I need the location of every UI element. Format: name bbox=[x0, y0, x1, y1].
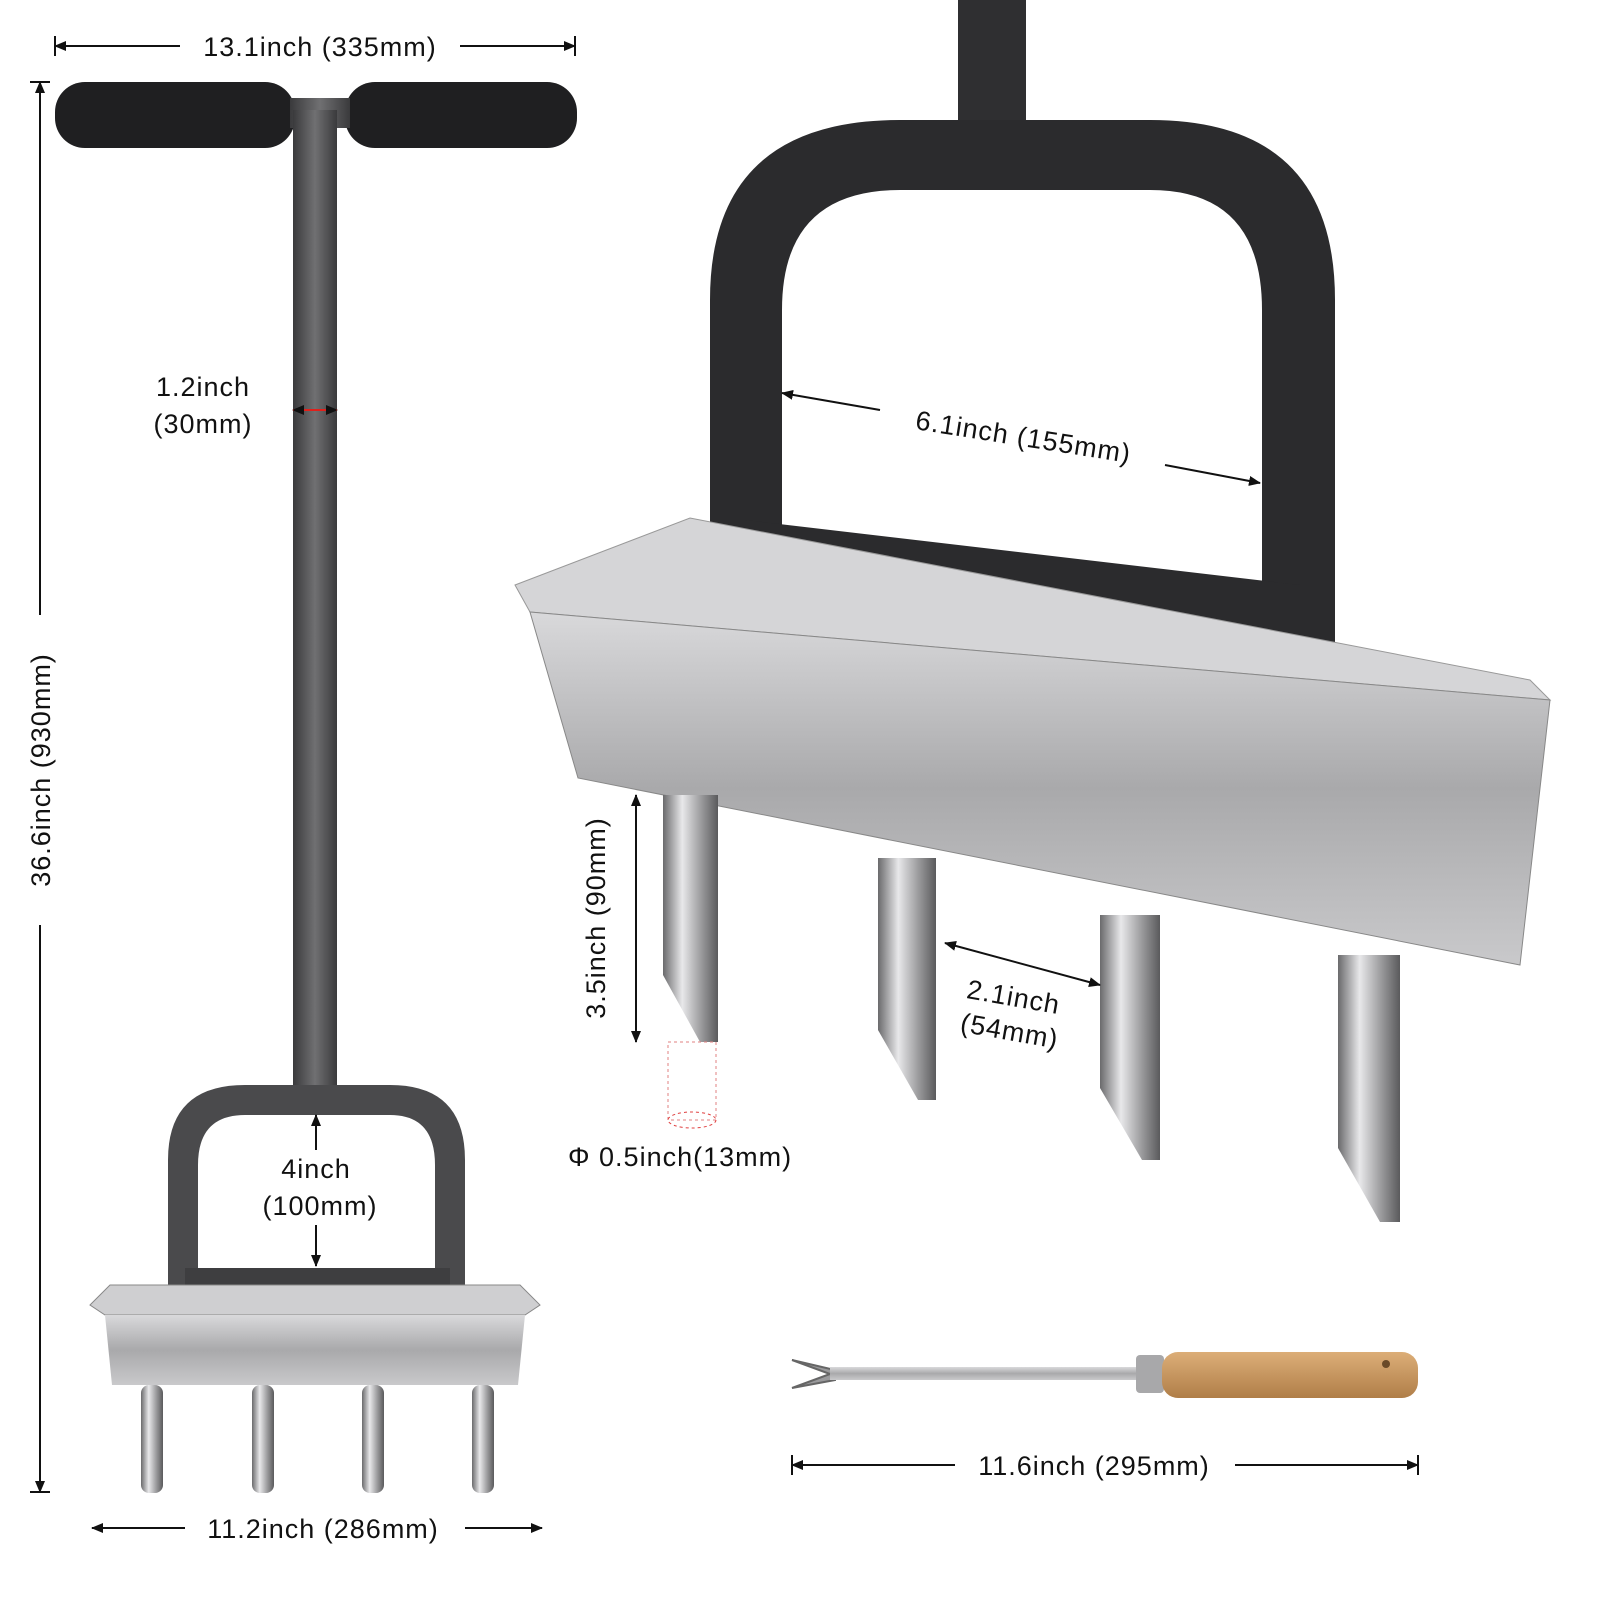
dimension-lines bbox=[30, 36, 1419, 1533]
fork-hang-hole bbox=[1382, 1360, 1390, 1368]
cleaning-fork bbox=[791, 1352, 1418, 1398]
tine bbox=[878, 858, 936, 1100]
fork-rod bbox=[830, 1367, 1140, 1380]
closeup-tines bbox=[663, 795, 1400, 1222]
tines bbox=[141, 1385, 494, 1493]
label-fork-length: 11.6inch (295mm) bbox=[978, 1451, 1210, 1481]
tine bbox=[1100, 915, 1160, 1160]
tine bbox=[141, 1385, 163, 1493]
label-loop-height-mm: (100mm) bbox=[262, 1191, 377, 1221]
label-tray-width: 11.2inch (286mm) bbox=[207, 1514, 439, 1544]
label-shaft-diameter-in: 1.2inch bbox=[156, 372, 250, 402]
handle-grip-right bbox=[345, 82, 577, 148]
label-tine-diameter: Φ 0.5inch(13mm) bbox=[568, 1142, 792, 1172]
tine bbox=[252, 1385, 274, 1493]
label-tine-length: 3.5inch (90mm) bbox=[581, 817, 611, 1019]
label-overall-height: 36.6inch (930mm) bbox=[26, 653, 56, 887]
label-shaft-diameter-mm: (30mm) bbox=[154, 409, 253, 439]
closeup-aerator-head bbox=[514, 0, 1552, 1222]
fork-prongs bbox=[791, 1359, 836, 1389]
fork-ferrule bbox=[1136, 1355, 1164, 1393]
tine bbox=[1338, 955, 1400, 1222]
closeup-tray-body bbox=[529, 611, 1551, 966]
tine bbox=[472, 1385, 494, 1493]
full-aerator-tool bbox=[55, 82, 577, 1493]
handle-grip-left bbox=[55, 82, 295, 148]
tine-diameter-guide bbox=[667, 1041, 717, 1121]
label-loop-inner-width: 6.1inch (155mm) bbox=[914, 405, 1134, 469]
shaft bbox=[293, 110, 337, 1100]
tray-rim bbox=[89, 1284, 541, 1316]
tine bbox=[362, 1385, 384, 1493]
dim-line-tine-spacing bbox=[944, 941, 1101, 987]
label-overall-width: 13.1inch (335mm) bbox=[203, 32, 437, 62]
closeup-tray-rim bbox=[514, 517, 1552, 701]
dim-line-loop-width-right bbox=[1164, 464, 1261, 486]
tine bbox=[663, 795, 718, 1042]
label-loop-height-in: 4inch bbox=[281, 1154, 351, 1184]
tine-diameter-ellipse bbox=[667, 1111, 717, 1129]
fork-wood-handle bbox=[1162, 1352, 1418, 1398]
tray-body bbox=[105, 1315, 525, 1385]
dim-line-loop-width-left bbox=[781, 389, 881, 411]
